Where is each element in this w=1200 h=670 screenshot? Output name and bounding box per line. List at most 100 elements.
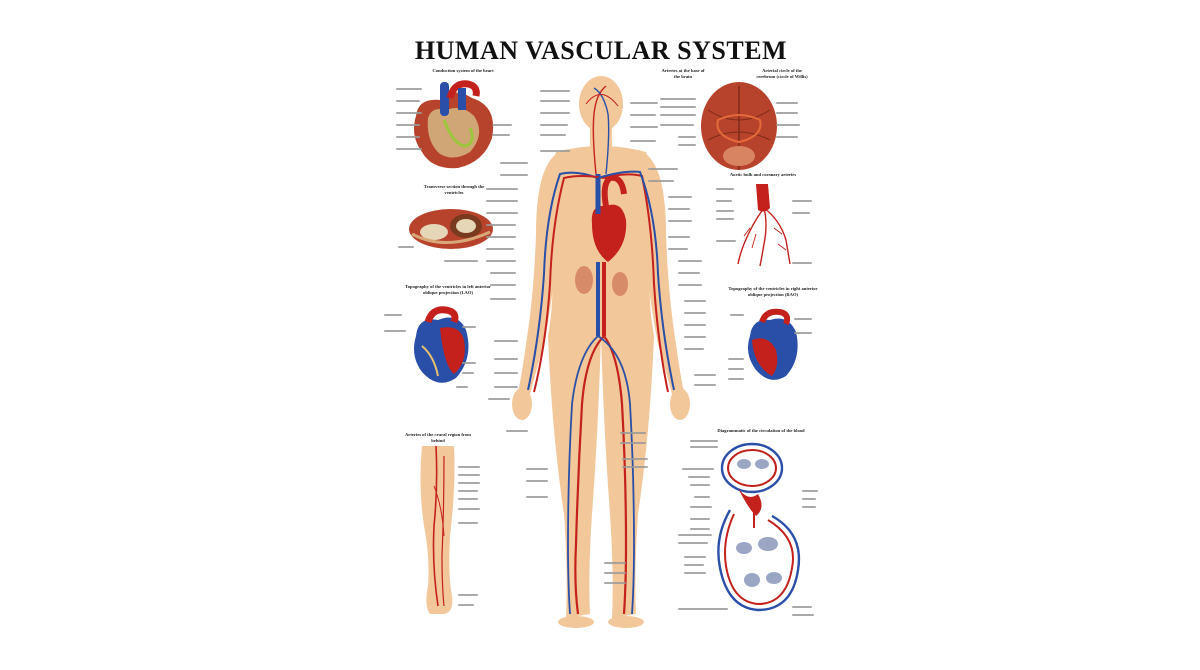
label-leader-line <box>622 458 648 460</box>
label-leader-line <box>486 224 516 226</box>
caption-aortic-bulb: Aortic bulb and coronary arteries <box>729 172 797 177</box>
label-leader-line <box>486 260 516 262</box>
caption-base-of-brain: Arteries at the base of the brain <box>661 68 705 79</box>
label-leader-line <box>490 284 516 286</box>
label-leader-line <box>486 200 518 202</box>
label-leader-line <box>526 468 548 470</box>
label-leader-line <box>456 386 468 388</box>
label-leader-line <box>792 606 812 608</box>
label-leader-line <box>486 212 518 214</box>
label-leader-line <box>716 200 732 202</box>
circulation-diagram-illustration <box>717 442 801 612</box>
label-leader-line <box>678 136 696 138</box>
label-leader-line <box>716 218 734 220</box>
label-leader-line <box>490 298 516 300</box>
label-leader-line <box>728 378 744 380</box>
conduction-heart-illustration <box>414 80 494 169</box>
aortic-bulb-coronary-illustration <box>737 184 791 267</box>
caption-conduction-system: Conduction system of the heart <box>432 68 494 73</box>
label-leader-line <box>716 210 734 212</box>
label-leader-line <box>682 468 714 470</box>
label-leader-line <box>684 300 706 302</box>
label-leader-line <box>648 168 678 170</box>
label-leader-line <box>384 330 406 332</box>
label-leader-line <box>684 324 706 326</box>
label-leader-line <box>458 466 480 468</box>
label-leader-line <box>630 114 656 116</box>
label-leader-line <box>620 442 646 444</box>
label-leader-line <box>660 106 696 108</box>
label-leader-line <box>396 100 420 102</box>
label-leader-line <box>396 88 422 90</box>
label-leader-line <box>500 174 528 176</box>
label-leader-line <box>690 518 710 520</box>
crural-arteries-illustration <box>420 445 455 614</box>
label-leader-line <box>792 614 814 616</box>
label-leader-line <box>540 124 568 126</box>
label-leader-line <box>462 372 474 374</box>
label-leader-line <box>462 326 476 328</box>
label-leader-line <box>688 476 710 478</box>
label-leader-line <box>458 594 478 596</box>
label-leader-line <box>684 336 706 338</box>
label-leader-line <box>540 150 570 152</box>
label-leader-line <box>690 440 718 442</box>
label-leader-line <box>486 188 518 190</box>
caption-rao-projection: Topography of the ventricles in right an… <box>728 286 818 297</box>
label-leader-line <box>684 348 704 350</box>
label-leader-line <box>728 358 744 360</box>
label-leader-line <box>622 466 648 468</box>
label-leader-line <box>668 220 692 222</box>
label-leader-line <box>396 124 420 126</box>
label-leader-line <box>540 112 570 114</box>
label-leader-line <box>500 162 528 164</box>
label-leader-line <box>458 490 478 492</box>
label-leader-line <box>660 114 696 116</box>
label-leader-line <box>716 240 736 242</box>
label-leader-line <box>730 314 744 316</box>
caption-circulation-diagram: Diagrammatic of the circulation of the b… <box>717 428 805 433</box>
rao-heart-illustration <box>748 308 798 380</box>
lao-heart-illustration <box>414 306 469 383</box>
label-leader-line <box>668 248 688 250</box>
label-leader-line <box>678 144 696 146</box>
label-leader-line <box>776 124 800 126</box>
label-leader-line <box>444 260 478 262</box>
label-leader-line <box>494 340 518 342</box>
label-leader-line <box>384 314 402 316</box>
label-leader-line <box>794 318 812 320</box>
label-leader-line <box>678 272 700 274</box>
label-leader-line <box>716 188 734 190</box>
label-leader-line <box>604 562 626 564</box>
label-leader-line <box>792 212 810 214</box>
label-leader-line <box>678 542 708 544</box>
human-body-vascular-figure <box>512 76 690 628</box>
caption-crural-arteries: Arteries of the crural region from behin… <box>404 432 472 443</box>
label-leader-line <box>802 490 818 492</box>
label-leader-line <box>396 148 422 150</box>
label-leader-line <box>398 246 414 248</box>
label-leader-line <box>794 332 812 334</box>
label-leader-line <box>458 482 480 484</box>
label-leader-line <box>488 398 510 400</box>
label-leader-line <box>694 384 716 386</box>
caption-transverse-section: Transverse section through the ventricle… <box>423 184 485 195</box>
label-leader-line <box>526 496 548 498</box>
label-leader-line <box>684 572 706 574</box>
label-leader-line <box>690 484 710 486</box>
label-leader-line <box>540 100 570 102</box>
label-leader-line <box>690 506 712 508</box>
label-leader-line <box>492 124 512 126</box>
label-leader-line <box>678 260 702 262</box>
label-leader-line <box>396 136 420 138</box>
label-leader-line <box>802 506 816 508</box>
label-leader-line <box>486 236 516 238</box>
transverse-section-illustration <box>409 209 493 249</box>
label-leader-line <box>668 208 690 210</box>
label-leader-line <box>620 432 646 434</box>
label-leader-line <box>458 522 478 524</box>
label-leader-line <box>802 498 816 500</box>
label-leader-line <box>668 196 692 198</box>
label-leader-line <box>684 312 706 314</box>
label-leader-line <box>396 112 422 114</box>
